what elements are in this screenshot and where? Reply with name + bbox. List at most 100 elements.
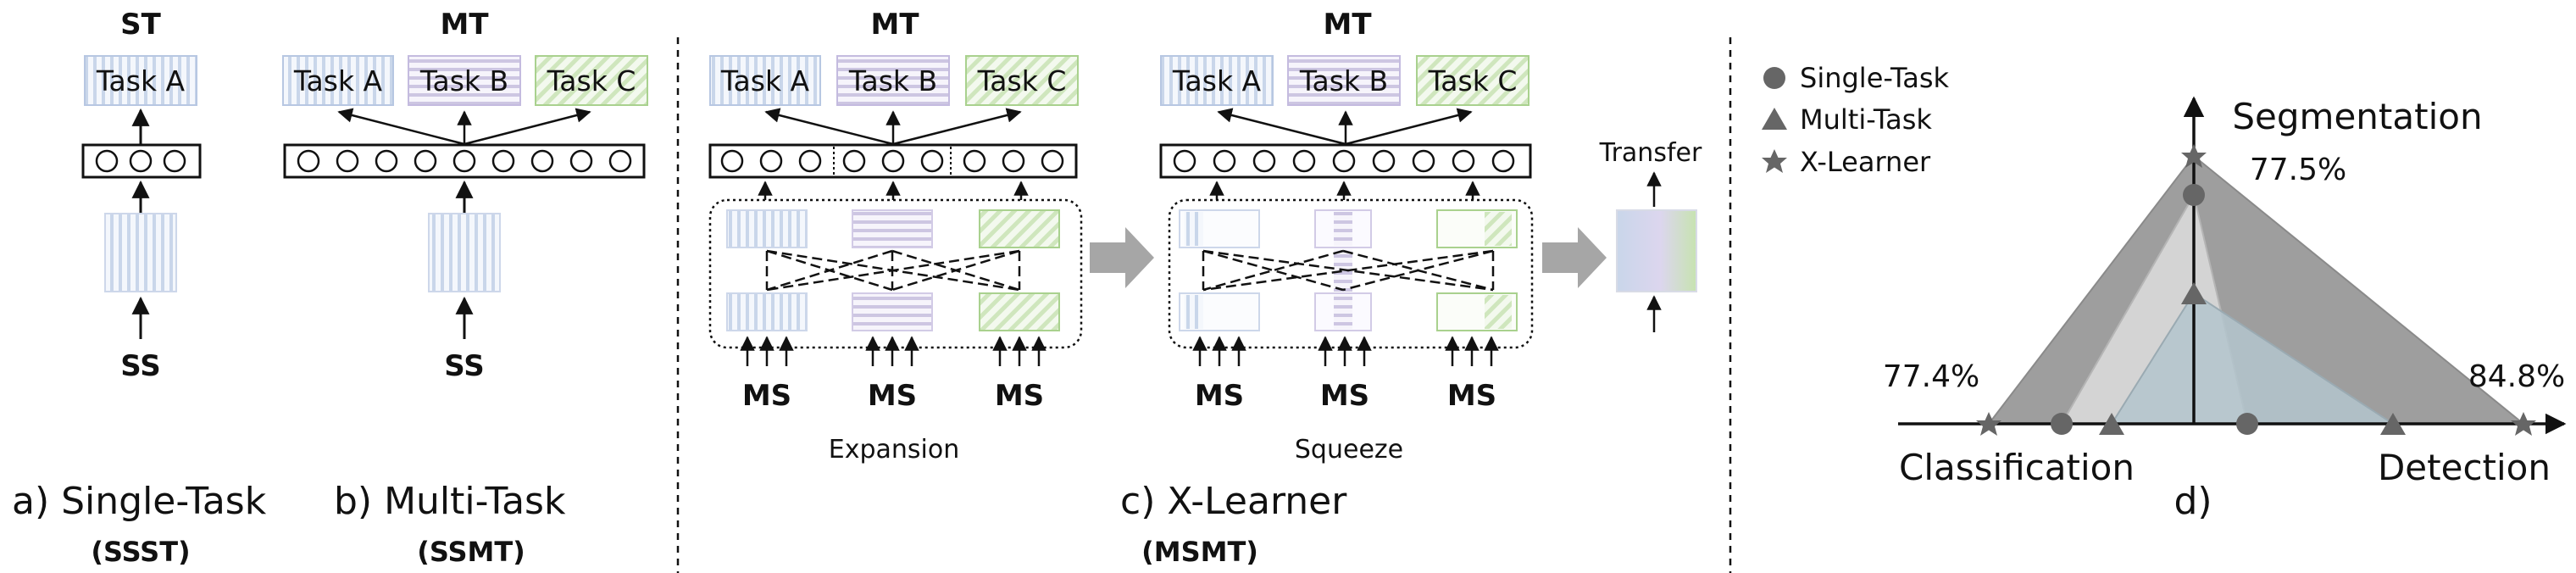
single-task-point xyxy=(2051,413,2073,435)
squeezed-slice xyxy=(1485,295,1512,329)
neuron xyxy=(1372,149,1396,173)
neuron xyxy=(569,149,593,173)
single-task-point xyxy=(2236,413,2258,435)
cross-connections xyxy=(1202,249,1495,292)
star-icon xyxy=(1762,149,1787,173)
arrow xyxy=(464,108,591,146)
input-label: SS xyxy=(120,349,160,383)
legend: Single-Task Multi-Task X-Learner xyxy=(1762,62,1950,178)
neuron xyxy=(1252,149,1276,173)
input-label: MS xyxy=(1320,379,1369,413)
squeezed-slice xyxy=(1334,212,1352,246)
neuron xyxy=(920,149,944,173)
panel-d: Single-Task Multi-Task X-Learner Segment… xyxy=(1762,62,2567,523)
triangle-icon xyxy=(1762,108,1787,130)
panel-d-caption: d) xyxy=(2174,480,2212,523)
task-b-box xyxy=(408,55,521,106)
value-segmentation: 77.5% xyxy=(2250,153,2346,187)
task-c-box xyxy=(965,55,1079,106)
arrow xyxy=(337,108,465,146)
neuron xyxy=(163,149,186,173)
panel-c-squeeze: MT Task A Task B Task C xyxy=(1159,8,1534,465)
neurons xyxy=(1173,149,1515,173)
neuron xyxy=(1491,149,1515,173)
task-c-label: Task C xyxy=(547,64,636,97)
panel-b-subcaption: (SSMT) xyxy=(417,536,525,568)
task-b-label: Task B xyxy=(419,64,508,97)
squeeze-header: MT xyxy=(1323,8,1372,42)
task-b-label: Task B xyxy=(1299,64,1388,97)
input-label: MS xyxy=(995,379,1044,413)
neuron xyxy=(1213,149,1236,173)
neuron xyxy=(1041,149,1064,173)
task-b-label: Task B xyxy=(848,64,937,97)
neurons xyxy=(720,149,1064,173)
panel-a-caption: a) Single-Task xyxy=(12,480,267,523)
squeeze-label: Squeeze xyxy=(1295,435,1403,465)
neuron xyxy=(1332,149,1356,173)
neuron xyxy=(95,149,119,173)
task-c-box xyxy=(1416,55,1530,106)
neuron xyxy=(1292,149,1316,173)
stage-arrow xyxy=(1090,227,1154,288)
branch-block xyxy=(979,209,1060,248)
cross-connections xyxy=(765,249,1021,292)
expansion-header: MT xyxy=(870,8,919,42)
squeezed-slice xyxy=(1185,295,1203,329)
panel-b-header: MT xyxy=(440,8,489,42)
single-task-point xyxy=(2183,184,2205,206)
neuron xyxy=(1412,149,1435,173)
x-learner-point xyxy=(1976,412,2001,436)
task-a-box xyxy=(1160,55,1274,106)
task-a-label: Task A xyxy=(720,64,810,97)
circle-icon xyxy=(1763,67,1785,89)
task-a-label: Task A xyxy=(96,64,186,97)
neuron xyxy=(720,149,744,173)
task-a-box xyxy=(84,55,197,106)
x-learner-point xyxy=(2511,412,2536,436)
panel-c-subcaption: (MSMT) xyxy=(1141,536,1258,568)
neuron xyxy=(881,149,905,173)
neuron xyxy=(491,149,515,173)
branch-block xyxy=(852,292,933,331)
neuron xyxy=(1002,149,1025,173)
neurons xyxy=(297,149,632,173)
legend-label: Single-Task xyxy=(1800,62,1950,94)
neuron xyxy=(336,149,359,173)
neuron xyxy=(1173,149,1196,173)
transfer-model xyxy=(1616,209,1697,292)
arrow xyxy=(892,108,1022,146)
branch-block xyxy=(726,209,808,248)
branch-block xyxy=(979,292,1060,331)
input-label: MS xyxy=(868,379,917,413)
value-detection: 84.8% xyxy=(2468,359,2565,394)
neuron xyxy=(414,149,437,173)
panel-b-caption: b) Multi-Task xyxy=(334,480,566,523)
neuron xyxy=(1452,149,1475,173)
neuron xyxy=(452,149,476,173)
branch-block xyxy=(726,292,808,331)
multi-task-point xyxy=(2380,413,2406,435)
input-label: MS xyxy=(742,379,791,413)
arrow xyxy=(1217,108,1346,146)
input-label: SS xyxy=(444,349,484,383)
x-learner-point xyxy=(2181,144,2207,168)
expansion-label: Expansion xyxy=(829,435,959,465)
axis-label-classification: Classification xyxy=(1899,447,2135,488)
arrow xyxy=(764,108,894,146)
squeezed-slice xyxy=(1185,212,1203,246)
multi-task-point xyxy=(2181,282,2207,304)
stage-arrow xyxy=(1542,227,1607,288)
axis-label-segmentation: Segmentation xyxy=(2232,96,2482,137)
neuron xyxy=(798,149,822,173)
task-a-label: Task A xyxy=(293,64,383,97)
task-b-box xyxy=(836,55,950,106)
panel-b: MT Task A Task B Task C SS b) Multi-Task… xyxy=(282,8,648,568)
panel-c-expansion: MT Task A Task B Task C xyxy=(708,8,1083,465)
input-label: MS xyxy=(1195,379,1244,413)
neuron xyxy=(608,149,632,173)
axis-label-detection: Detection xyxy=(2378,447,2551,488)
task-a-box xyxy=(709,55,821,106)
neuron xyxy=(129,149,153,173)
